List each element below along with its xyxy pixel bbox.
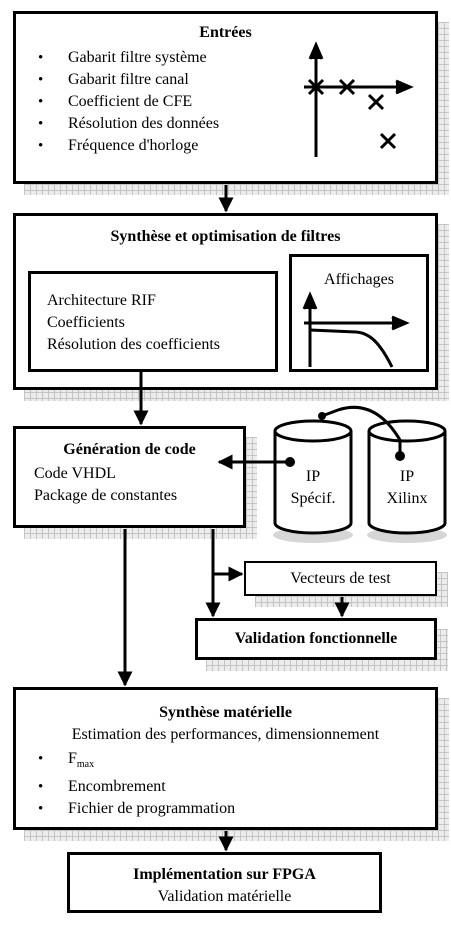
package-line: Package de constantes (34, 487, 178, 504)
entrees-item: Gabarit filtre canal (32, 69, 219, 91)
synthese-filtres-title: Synthèse et optimisation de filtres (110, 228, 341, 245)
fmax-item: Fmax (32, 748, 235, 776)
vecteurs-label: Vecteurs de test (290, 570, 391, 587)
ip-specif-top-dot (318, 412, 326, 420)
implementation-box: Implémentation sur FPGA Validation matér… (67, 852, 382, 913)
implementation-title: Implémentation sur FPGA (133, 866, 316, 883)
code-vhdl-line: Code VHDL (34, 465, 116, 482)
fmax-main: F (68, 750, 77, 767)
implementation-subtitle: Validation matérielle (157, 888, 292, 905)
resolution-line: Résolution des coefficients (47, 336, 220, 353)
entrees-list: Gabarit filtre système Gabarit filtre ca… (32, 47, 219, 157)
ip-specif-line1: IP (305, 468, 321, 485)
ip-xilinx-dot (395, 451, 405, 461)
architecture-line: Architecture RIF (47, 292, 156, 309)
entrees-title: Entrées (199, 24, 252, 41)
frequency-response-icon (302, 291, 410, 368)
affichages-box: Affichages (289, 254, 429, 372)
coefficients-line: Coefficients (47, 314, 125, 331)
synthese-materielle-title: Synthèse matérielle (159, 704, 292, 721)
validation-box: Validation fonctionnelle (195, 618, 437, 660)
ip-xilinx-line2: Xilinx (386, 490, 428, 507)
generation-title: Génération de code (63, 441, 196, 458)
pole-zero-plot-icon (304, 41, 414, 157)
entrees-item: Résolution des données (32, 113, 219, 135)
ip-specif-cylinder (273, 419, 353, 543)
ip-specif-dot (285, 457, 295, 467)
synthese-materielle-box: Synthèse matérielle Estimation des perfo… (13, 687, 438, 830)
synthese-materielle-item: Encombrement (32, 776, 235, 798)
validation-label: Validation fonctionnelle (234, 630, 398, 647)
entrees-item: Fréquence d'horloge (32, 135, 219, 157)
ip-specif-line2: Spécif. (290, 490, 336, 507)
affichages-label: Affichages (324, 271, 394, 288)
generation-box: Génération de code Code VHDL Package de … (13, 426, 246, 528)
fmax-sub: max (76, 759, 95, 771)
synthese-filtres-box: Synthèse et optimisation de filtres Arch… (13, 213, 438, 390)
link-ip-cylinders (321, 405, 402, 453)
synthese-materielle-subtitle: Estimation des performances, dimensionne… (71, 726, 380, 743)
ip-xilinx-cylinder (367, 419, 447, 543)
architecture-box: Architecture RIF Coefficients Résolution… (28, 271, 278, 372)
entrees-box: Entrées Gabarit filtre système Gabarit f… (13, 11, 438, 184)
entrees-item: Gabarit filtre système (32, 47, 219, 69)
entrees-item: Coefficient de CFE (32, 91, 219, 113)
synthese-materielle-list: Fmax Encombrement Fichier de programmati… (32, 748, 235, 820)
synthese-materielle-item: Fichier de programmation (32, 798, 235, 820)
vecteurs-box: Vecteurs de test (244, 561, 437, 596)
ip-xilinx-line1: IP (399, 468, 415, 485)
